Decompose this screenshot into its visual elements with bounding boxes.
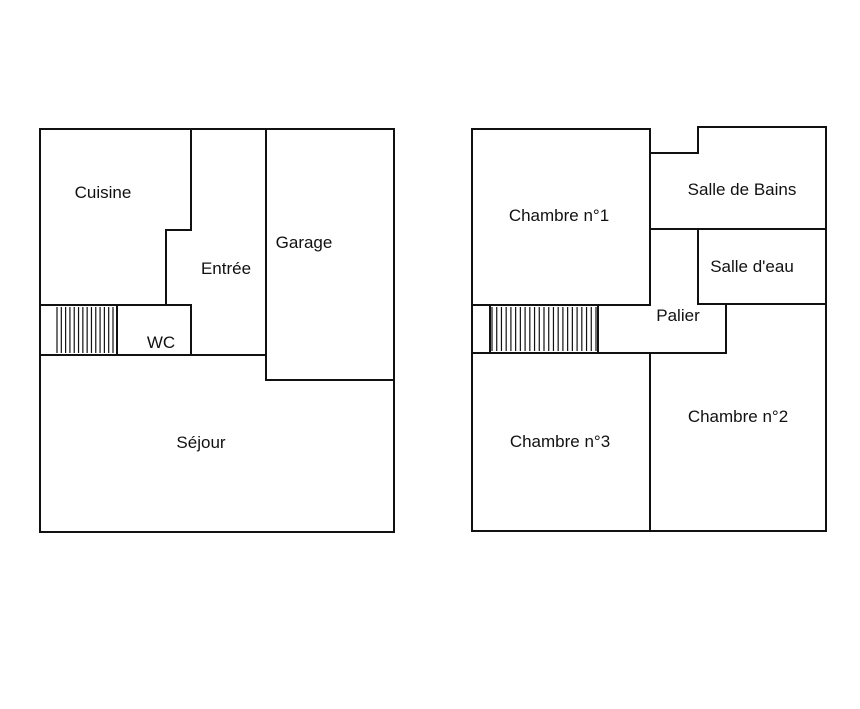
upper-floor-plan: Chambre n°1 Salle de Bains Salle d'eau P… — [471, 126, 827, 532]
room-label-cuisine: Cuisine — [75, 183, 132, 202]
ground-floor-stairs — [56, 307, 114, 353]
garage-wall — [265, 128, 395, 381]
room-label-chambre2: Chambre n°2 — [688, 407, 788, 426]
ground-floor-plan: Cuisine Entrée Garage WC Séjour — [39, 128, 395, 533]
room-label-palier: Palier — [656, 306, 700, 325]
upper-floor-stairs — [491, 307, 597, 351]
room-label-salle-de-bains: Salle de Bains — [688, 180, 797, 199]
room-label-chambre1: Chambre n°1 — [509, 206, 609, 225]
room-label-sejour: Séjour — [176, 433, 225, 452]
room-label-wc: WC — [147, 333, 175, 352]
palier-wall — [471, 303, 727, 354]
cuisine-wall — [39, 128, 192, 306]
ground-floor-outer-wall — [39, 128, 395, 533]
room-label-chambre3: Chambre n°3 — [510, 432, 610, 451]
room-label-salle-deau: Salle d'eau — [710, 257, 794, 276]
room-label-entree: Entrée — [201, 259, 251, 278]
salle-deau-wall — [697, 228, 827, 305]
chambre1-wall — [471, 128, 651, 306]
room-label-garage: Garage — [276, 233, 333, 252]
